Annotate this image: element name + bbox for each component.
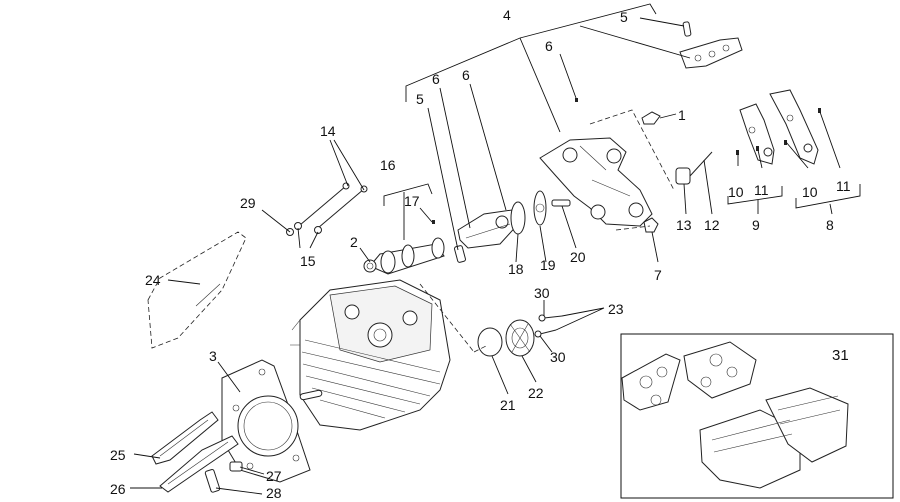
screw-5-top [682,21,692,37]
callout-29: 29 [240,195,256,211]
o-ring-21 [477,327,503,357]
chain-guide-26 [159,435,239,493]
washers-30 [534,314,546,338]
timing-chain [147,231,247,349]
gear-18 [510,201,526,235]
chain-guide-25 [151,411,219,465]
callout-16: 16 [380,157,396,173]
nut-7 [643,217,659,233]
dashed-assembly-lines [419,109,675,353]
callout-26: 26 [110,481,126,497]
callout-6-top: 6 [545,38,553,54]
clip-1 [641,111,661,125]
callout-10-right: 10 [802,184,818,200]
cover-22 [505,319,535,357]
rocker-arm [457,209,521,249]
pin-6-top [575,98,578,102]
bolt-5-left [454,245,466,263]
callout-labels: 1 2 3 4 5 5 6 6 6 7 8 9 10 10 11 11 12 1… [110,7,851,501]
callout-5-left: 5 [416,91,424,107]
callout-24: 24 [145,272,161,288]
rocker-support [539,137,653,227]
callout-4: 4 [503,7,511,23]
rocker-arm-8 [769,89,819,165]
callout-31: 31 [832,347,849,364]
callout-21: 21 [500,397,516,413]
callout-30-bottom: 30 [550,349,566,365]
callout-18: 18 [508,261,524,277]
kit-31-box [620,333,894,499]
rocker-arm-9 [739,103,775,165]
seal-2 [363,259,377,273]
bearing-cap [679,37,743,69]
callout-5-top: 5 [620,9,628,25]
callout-3: 3 [209,348,217,364]
shaft-20 [551,199,571,207]
screws-23 [539,315,563,335]
dowel-pin [299,389,323,401]
tensioner-27 [229,461,243,472]
callout-14: 14 [320,123,336,139]
callout-11-left: 11 [754,182,769,198]
callout-19: 19 [540,257,556,273]
leader-lines [130,3,861,495]
callout-22: 22 [528,385,544,401]
tappet-13 [675,167,691,185]
callout-10-left: 10 [728,184,744,200]
callout-13: 13 [676,217,692,233]
pins-10-11 [736,108,821,155]
callout-7: 7 [654,267,662,283]
callout-6-left: 6 [432,71,440,87]
studs-14 [299,182,368,229]
callout-15: 15 [300,253,316,269]
callout-6-middle: 6 [462,67,470,83]
pin-28 [204,469,221,493]
callout-30-top: 30 [534,285,550,301]
callout-9: 9 [752,217,760,233]
callout-20: 20 [570,249,586,265]
callout-8: 8 [826,217,834,233]
callout-1: 1 [678,107,686,123]
callout-28: 28 [266,485,282,501]
gear-19 [533,190,547,226]
callout-23: 23 [608,301,624,317]
rod-12 [689,151,713,177]
head-gasket [221,359,311,483]
callout-27: 27 [266,468,282,484]
callout-12: 12 [704,217,720,233]
callout-17: 17 [404,193,420,209]
callout-2: 2 [350,234,358,250]
callout-25: 25 [110,447,126,463]
camshaft [369,237,445,275]
cylinder-head [290,279,451,431]
callout-11-right: 11 [836,178,851,194]
key-17 [432,220,435,224]
